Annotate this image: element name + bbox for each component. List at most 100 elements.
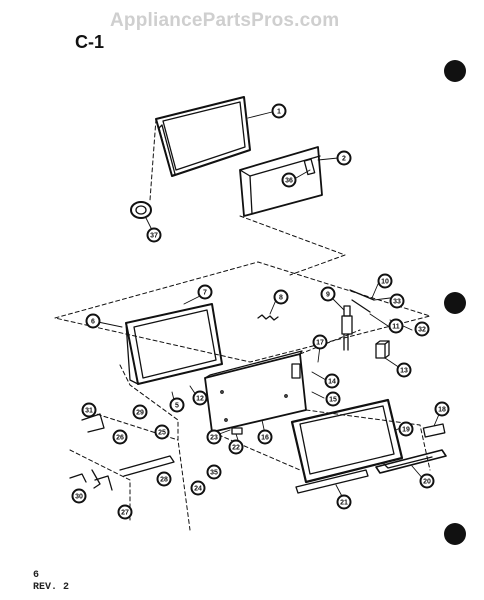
callout-2: 2 [336, 150, 352, 166]
callout-32: 32 [414, 321, 430, 337]
callout-circle [117, 504, 133, 520]
callout-circle [206, 429, 222, 445]
callout-26: 26 [112, 429, 128, 445]
callout-31: 31 [81, 402, 97, 418]
callout-label: 33 [393, 299, 401, 306]
callout-label: 16 [261, 435, 269, 442]
callout-27: 27 [117, 504, 133, 520]
callout-label: 14 [328, 379, 336, 386]
callout-circle [414, 321, 430, 337]
callout-14: 14 [324, 373, 340, 389]
callout-10: 10 [377, 273, 393, 289]
callout-label: 23 [210, 435, 218, 442]
callout-label: 7 [203, 290, 207, 297]
callout-label: 31 [85, 408, 93, 415]
callout-label: 2 [342, 156, 346, 163]
callout-label: 21 [340, 500, 348, 507]
part-latch [231, 427, 243, 435]
callout-circle [81, 402, 97, 418]
callout-circle [312, 334, 328, 350]
callout-circle [320, 286, 336, 302]
callout-9: 9 [320, 286, 336, 302]
part-rail [375, 449, 447, 474]
callout-circle [377, 273, 393, 289]
callout-label: 8 [279, 295, 283, 302]
part-switch-assembly [341, 289, 375, 351]
footer-revision: REV. 2 [33, 582, 70, 593]
callout-7: 7 [197, 284, 213, 300]
callout-circle [336, 150, 352, 166]
callout-circle [419, 473, 435, 489]
callout-label: 22 [232, 445, 240, 452]
callout-23: 23 [206, 429, 222, 445]
part-strip [295, 469, 369, 494]
callout-circle [388, 318, 404, 334]
callout-label: 13 [400, 368, 408, 375]
binder-hole-top [444, 60, 466, 82]
callout-circle [324, 373, 340, 389]
callout-5: 5 [169, 397, 185, 413]
callout-37: 37 [146, 227, 162, 243]
callout-label: 29 [136, 410, 144, 417]
part-box [239, 146, 323, 217]
callout-label: 18 [438, 407, 446, 414]
callout-label: 11 [392, 324, 400, 331]
part-glass-frame [290, 398, 404, 484]
callout-circle [85, 313, 101, 329]
callout-circle [396, 362, 412, 378]
callout-circle [325, 391, 341, 407]
callout-16: 16 [257, 429, 273, 445]
callout-30: 30 [71, 488, 87, 504]
callout-35: 35 [206, 464, 222, 480]
callout-circle [154, 424, 170, 440]
callout-label: 5 [175, 403, 179, 410]
callout-17: 17 [312, 334, 328, 350]
callout-circle [197, 284, 213, 300]
callout-circle [156, 471, 172, 487]
callout-22: 22 [228, 439, 244, 455]
part-door-frame [125, 303, 223, 385]
callout-circle [190, 480, 206, 496]
callout-circle [434, 401, 450, 417]
callout-25: 25 [154, 424, 170, 440]
callout-24: 24 [190, 480, 206, 496]
callout-circle [192, 390, 208, 406]
callout-6: 6 [85, 313, 101, 329]
callout-label: 12 [196, 396, 204, 403]
callout-circle [281, 172, 297, 188]
callout-18: 18 [434, 401, 450, 417]
callout-label: 36 [285, 178, 293, 185]
callout-label: 15 [329, 397, 337, 404]
callout-label: 20 [423, 479, 431, 486]
callout-label: 30 [75, 494, 83, 501]
callout-circle [257, 429, 273, 445]
callout-15: 15 [325, 391, 341, 407]
callout-label: 37 [150, 233, 158, 240]
part-knob [130, 201, 152, 219]
callout-circle [112, 429, 128, 445]
part-frame-top [155, 96, 251, 177]
callout-label: 1 [277, 109, 281, 116]
callout-label: 19 [402, 427, 410, 434]
callout-12: 12 [192, 390, 208, 406]
callout-circle [71, 488, 87, 504]
callout-36: 36 [281, 172, 297, 188]
callout-label: 26 [116, 435, 124, 442]
binder-hole-bottom [444, 523, 466, 545]
callout-label: 25 [158, 430, 166, 437]
callout-13: 13 [396, 362, 412, 378]
callout-circle [206, 464, 222, 480]
callout-circle [271, 103, 287, 119]
callout-33: 33 [389, 293, 405, 309]
callout-1: 1 [271, 103, 287, 119]
callout-label: 24 [194, 486, 202, 493]
callout-label: 27 [121, 510, 129, 517]
callout-circle [146, 227, 162, 243]
callout-8: 8 [273, 289, 289, 305]
assembly-lines [54, 118, 431, 531]
watermark: AppliancePartsPros.com [110, 10, 340, 31]
footer-page-number: 6 [33, 570, 40, 581]
callout-label: 9 [326, 292, 330, 299]
